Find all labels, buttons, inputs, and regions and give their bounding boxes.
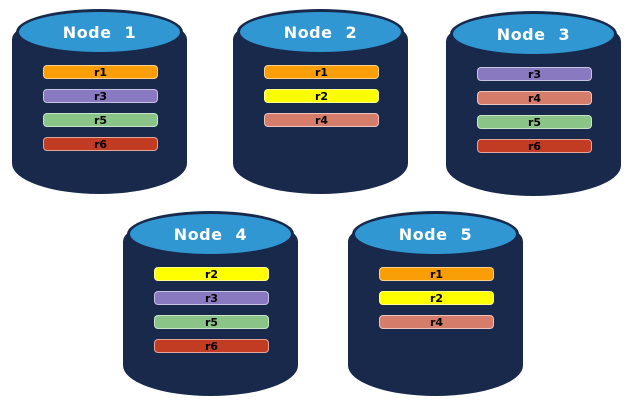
cylinder-top-icon: Node 4 [127, 211, 294, 257]
replica-list: r3 r4 r5 r6 [477, 67, 592, 153]
replica-label: r2 [429, 291, 444, 305]
node-title: Node 1 [62, 22, 137, 42]
replica-bar: r5 [43, 113, 158, 127]
node-title: Node 5 [398, 224, 473, 244]
replica-list: r1 r3 r5 r6 [43, 65, 158, 151]
cylinder-top-icon: Node 5 [352, 211, 519, 257]
replica-label: r1 [93, 65, 108, 79]
replica-bar: r3 [43, 89, 158, 103]
replica-bar: r2 [154, 267, 269, 281]
db-node: Node 5 r1 r2 r4 [348, 210, 523, 396]
replica-label: r5 [204, 315, 219, 329]
replica-label: r6 [93, 137, 108, 151]
replica-bar: r4 [477, 91, 592, 105]
replica-bar: r1 [43, 65, 158, 79]
replica-label: r4 [429, 315, 444, 329]
db-node: Node 3 r3 r4 r5 r6 [446, 10, 621, 196]
node-title: Node 4 [173, 224, 248, 244]
replica-label: r4 [527, 91, 542, 105]
db-node: Node 4 r2 r3 r5 r6 [123, 210, 298, 396]
replica-label: r5 [527, 115, 542, 129]
replica-label: r2 [204, 267, 219, 281]
replica-label: r3 [204, 291, 219, 305]
replica-label: r5 [93, 113, 108, 127]
replica-bar: r2 [379, 291, 494, 305]
replica-list: r2 r3 r5 r6 [154, 267, 269, 353]
replica-bar: r3 [477, 67, 592, 81]
replica-label: r6 [204, 339, 219, 353]
cylinder-top-icon: Node 3 [450, 11, 617, 57]
replica-bar: r6 [154, 339, 269, 353]
replica-label: r2 [314, 89, 329, 103]
replica-list: r1 r2 r4 [264, 65, 379, 127]
replica-bar: r1 [379, 267, 494, 281]
replica-bar: r4 [379, 315, 494, 329]
replica-label: r3 [93, 89, 108, 103]
replica-bar: r6 [43, 137, 158, 151]
replica-label: r3 [527, 67, 542, 81]
replica-list: r1 r2 r4 [379, 267, 494, 329]
cylinder-top-icon: Node 2 [237, 9, 404, 55]
db-node: Node 1 r1 r3 r5 r6 [12, 8, 187, 194]
replica-bar: r1 [264, 65, 379, 79]
replica-bar: r5 [154, 315, 269, 329]
db-node: Node 2 r1 r2 r4 [233, 8, 408, 194]
replica-bar: r4 [264, 113, 379, 127]
replica-label: r4 [314, 113, 329, 127]
replica-bar: r5 [477, 115, 592, 129]
node-title: Node 2 [283, 22, 358, 42]
replica-bar: r2 [264, 89, 379, 103]
replica-bar: r3 [154, 291, 269, 305]
replica-label: r1 [314, 65, 329, 79]
replica-label: r6 [527, 139, 542, 153]
replica-bar: r6 [477, 139, 592, 153]
replica-label: r1 [429, 267, 444, 281]
node-title: Node 3 [496, 24, 571, 44]
cylinder-top-icon: Node 1 [16, 9, 183, 55]
